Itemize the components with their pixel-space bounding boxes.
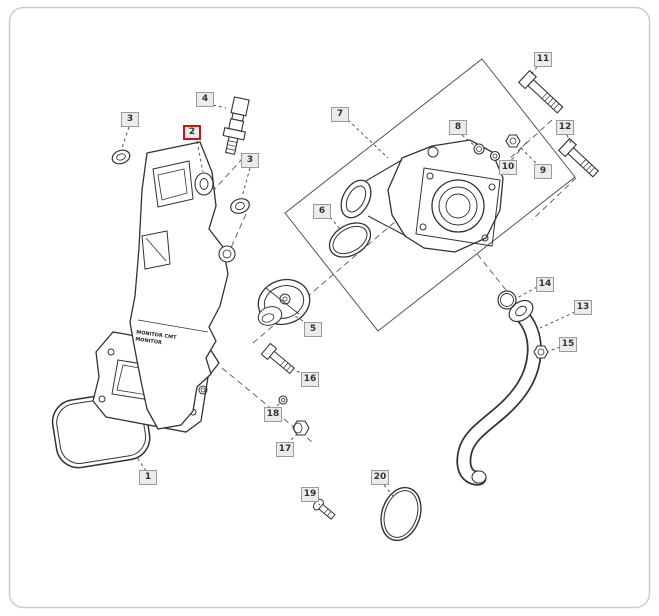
- callout-13[interactable]: 13: [574, 300, 592, 315]
- callout-2-highlighted[interactable]: 2: [183, 125, 201, 140]
- part-sensor-4: [222, 96, 250, 155]
- part-washer-3b: [230, 198, 250, 214]
- callout-15[interactable]: 15: [559, 337, 577, 352]
- part-housing-bracket-2: [92, 141, 236, 433]
- callout-11[interactable]: 11: [534, 52, 552, 67]
- part-plug-17: [292, 420, 310, 436]
- part-bolt-16: [260, 342, 295, 375]
- callout-1[interactable]: 1: [139, 470, 157, 485]
- callout-17[interactable]: 17: [276, 442, 294, 457]
- callout-7[interactable]: 7: [331, 107, 349, 122]
- housing-cast-text-line2: MONITOR: [135, 336, 163, 346]
- callout-5[interactable]: 5: [304, 322, 322, 337]
- part-seal-ring-14: [497, 290, 517, 310]
- part-oring-6: [328, 222, 372, 258]
- part-bolt-12: [557, 137, 600, 178]
- callout-9[interactable]: 9: [534, 164, 552, 179]
- housing-cast-text-line1: MONITOR CMT: [136, 329, 178, 341]
- callout-20[interactable]: 20: [371, 470, 389, 485]
- callout-6[interactable]: 6: [313, 204, 331, 219]
- callout-18[interactable]: 18: [264, 407, 282, 422]
- part-washer-3a: [111, 149, 131, 165]
- part-nut-15: [533, 345, 549, 359]
- callout-4[interactable]: 4: [196, 92, 214, 107]
- part-bolt-11: [517, 69, 564, 114]
- part-coolant-pipe-13: [456, 299, 542, 486]
- callout-16[interactable]: 16: [301, 372, 319, 387]
- subassembly-boundary-box: [284, 58, 576, 332]
- part-gasket-ring-20: [380, 486, 422, 542]
- part-thermostat-housing-7: [340, 139, 504, 253]
- part-stud-18: [278, 395, 288, 405]
- callout-3b[interactable]: 3: [241, 153, 259, 168]
- callout-3a[interactable]: 3: [121, 112, 139, 127]
- callout-8[interactable]: 8: [449, 120, 467, 135]
- callout-12[interactable]: 12: [556, 120, 574, 135]
- callout-10[interactable]: 10: [499, 160, 517, 175]
- diagram-frame: [8, 6, 651, 609]
- part-fitting-8: [473, 143, 485, 155]
- part-washer-10: [489, 150, 501, 162]
- part-thermostat-5: [257, 278, 311, 326]
- callout-14[interactable]: 14: [536, 277, 554, 292]
- callout-19[interactable]: 19: [301, 487, 319, 502]
- part-plug-9: [505, 134, 521, 148]
